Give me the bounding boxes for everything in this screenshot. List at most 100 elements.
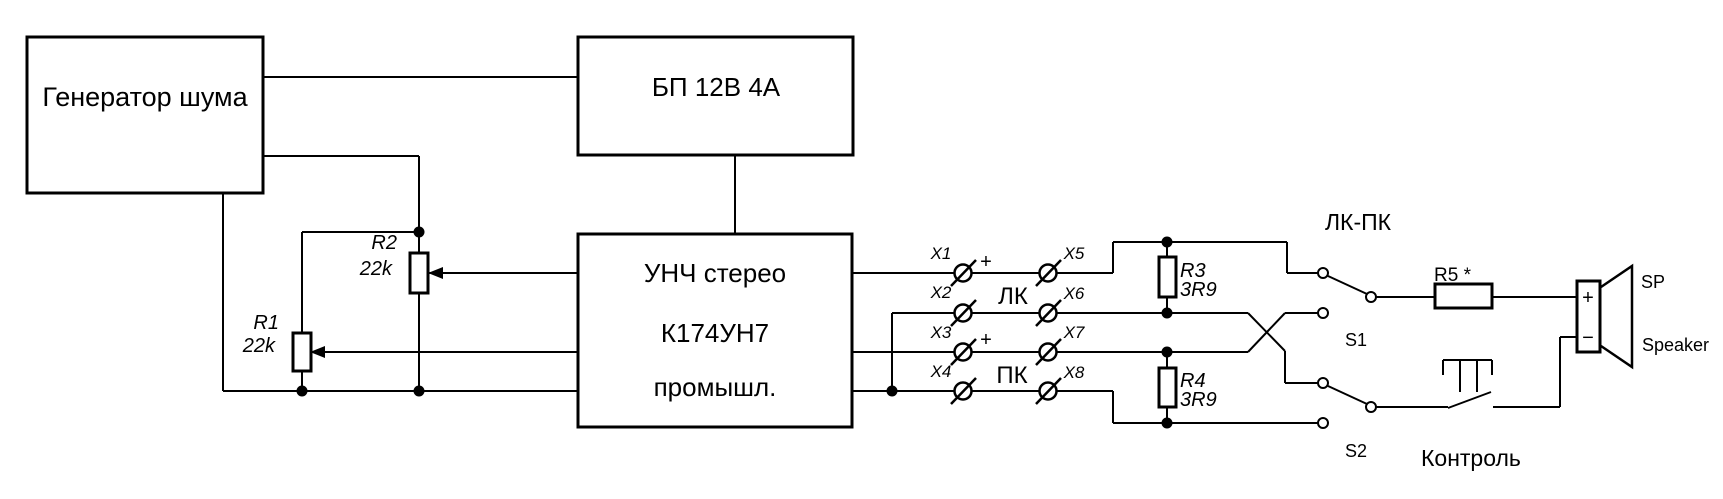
switch-s2-contact-pk [1317,417,1329,429]
switch-s2: S2 [1317,377,1377,461]
terminal-x6 [1035,299,1062,327]
amplifier-label-line2: К174УН7 [661,318,769,348]
switch-s2-label: S2 [1345,441,1367,461]
left-channel-label: ЛК [998,283,1028,310]
r5-body [1433,282,1494,310]
r2-ref: R2 [371,232,397,254]
terminal-x1 [950,259,977,287]
speaker-horn-icon [1600,263,1634,370]
switch-s1-pole [1365,291,1377,303]
terminals [950,259,1062,405]
junction-dot [1161,307,1173,319]
r1-wiper-arrow-icon [310,346,325,358]
speaker-label: Speaker [1642,335,1709,355]
terminal-x2 [950,299,977,327]
resistor-r4: R4 3R9 [1157,366,1217,411]
terminal-x1-label: X1 [930,244,952,263]
amplifier-label-line3: промышл. [654,372,777,402]
r5-ref: R5 * [1434,265,1472,286]
terminal-x5-label: X5 [1063,244,1085,263]
right-channel-plus-sign: + [980,329,992,351]
noise-generator-block: Генератор шума [25,35,265,195]
wires [222,76,1577,424]
switch-s1-contact-lk [1317,267,1329,279]
r2-value: 22k [359,258,393,280]
terminal-x4-symbol [953,381,973,401]
terminal-x6-symbol [1038,303,1058,323]
terminal-x7-label: X7 [1063,323,1085,342]
terminal-x3 [950,338,977,366]
speaker-ref: SP [1641,272,1665,292]
resistor-r3: R3 3R9 [1157,255,1217,301]
terminal-x8-label: X8 [1063,363,1085,382]
r1-ref: R1 [253,312,279,334]
switch-s1-lever [1327,275,1368,295]
terminal-x7-symbol [1038,342,1058,362]
junction-dot [413,226,425,238]
terminal-x8 [1035,377,1062,405]
terminal-x3-slash [950,338,977,366]
terminal-x8-slash [1035,377,1062,405]
push-button [1442,359,1493,409]
channel-labels: + ЛК + ПК [980,251,1028,389]
switch-s1: S1 [1317,267,1377,350]
terminal-x8-symbol [1038,381,1058,401]
terminal-x2-symbol [953,303,973,323]
r3-value: 3R9 [1180,279,1217,301]
noise-generator-box [25,35,265,195]
noise-generator-label: Генератор шума [42,82,248,112]
r4-value: 3R9 [1180,389,1217,411]
r3-body [1157,255,1178,299]
switch-s1-label: S1 [1345,330,1367,350]
junction-dot [1161,417,1173,429]
switch-s2-contact-lk [1317,377,1329,389]
terminal-x4-slash [950,377,977,405]
terminal-x5-symbol [1038,263,1058,283]
mode-selector-label: ЛК-ПК [1325,209,1392,235]
junction-dot [1161,346,1173,358]
junction-dot [886,385,898,397]
left-channel-plus-sign: + [980,251,992,273]
push-button-lever [1447,391,1492,409]
power-supply-box [576,35,855,157]
speaker: + − SP Speaker [1575,263,1709,370]
terminal-labels: X1 X2 X3 X4 X5 X6 X7 X8 [930,244,1085,382]
power-supply-label: БП 12В 4А [652,72,781,102]
right-channel-label: ПК [996,362,1027,389]
terminal-x7-slash [1035,338,1062,366]
terminal-x4 [950,377,977,405]
terminal-x1-symbol [953,263,973,283]
push-button-label: Контроль [1421,445,1521,471]
terminal-x2-slash [950,299,977,327]
potentiometer-r1: R1 22k [242,312,325,373]
terminal-x5 [1035,259,1062,287]
junction-dot [413,385,425,397]
switch-s1-contact-pk [1317,307,1329,319]
speaker-body [1575,279,1602,354]
terminal-x3-label: X3 [930,323,952,342]
terminal-x3-symbol [953,342,973,362]
terminal-x6-label: X6 [1063,284,1085,303]
r2-body [408,251,430,295]
switch-s2-lever [1327,385,1368,405]
r4-body [1157,366,1178,409]
amplifier-block: УНЧ стерео К174УН7 промышл. [576,232,854,429]
amplifier-label-line1: УНЧ стерео [644,258,786,288]
amplifier-box [576,232,854,429]
terminal-x2-label: X2 [930,283,952,302]
junction-dot [1161,236,1173,248]
r3-ref: R3 [1180,260,1206,282]
speaker-plus-sign: + [1582,287,1594,309]
terminal-x6-slash [1035,299,1062,327]
potentiometer-r2: R2 22k [359,232,443,295]
speaker-minus-sign: − [1582,327,1594,349]
terminal-x5-slash [1035,259,1062,287]
terminal-x4-label: X4 [930,362,952,381]
terminal-x1-slash [950,259,977,287]
r1-value: 22k [242,335,276,357]
wire-x7-cross-diagonal [1247,312,1286,353]
r4-ref: R4 [1180,370,1206,392]
r1-body [291,331,313,373]
